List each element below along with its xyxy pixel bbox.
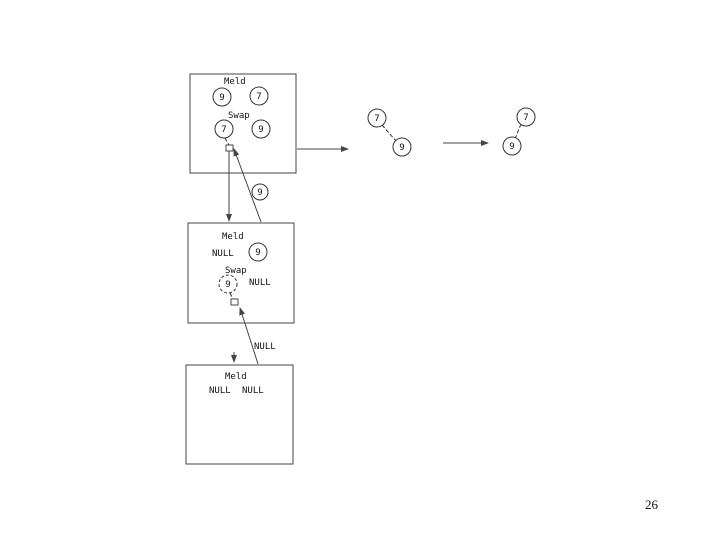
frame-1-title: Meld <box>224 77 246 87</box>
frame-1-node-b <box>249 86 269 106</box>
result-tree-2-child <box>502 136 522 156</box>
frame-2-title: Meld <box>222 232 244 242</box>
frame-2-swap-null-label: NULL <box>249 278 271 288</box>
result-tree-1: 7 9 <box>367 108 412 157</box>
frame-1-swap-node-b-label: 9 <box>258 125 263 135</box>
page-number: 26 <box>645 497 659 512</box>
result-tree-2-child-label: 9 <box>509 142 514 152</box>
frame-3-null-a: NULL <box>209 386 231 396</box>
frame-2-swap-node-a-label: 9 <box>225 280 230 290</box>
frame-2-swap-node-a <box>218 274 238 294</box>
frame-1-pointer-box <box>225 144 234 152</box>
result-tree-1-root <box>367 108 387 128</box>
result-tree-2-root-label: 7 <box>523 113 528 123</box>
frame-2-pointer-box <box>230 298 239 306</box>
frame-1-node-b-label: 7 <box>256 92 261 102</box>
frame-1-pointer-edge <box>224 137 230 146</box>
frame-1-swap-node-a-label: 7 <box>221 125 226 135</box>
return-value-label: 9 <box>257 188 262 198</box>
frame-3-title: Meld <box>225 372 247 382</box>
result-tree-1-edge <box>381 124 397 142</box>
result-tree-1-root-label: 7 <box>374 114 379 124</box>
result-tree-2-edge <box>514 123 522 140</box>
frame-1-swap-node-b <box>251 119 271 139</box>
frame-3-null-b: NULL <box>242 386 264 396</box>
return-arrow-frame-3-to-2 <box>239 307 259 365</box>
return-arrow-frame-2-to-1 <box>233 148 262 223</box>
frame-2-null-label: NULL <box>212 249 234 259</box>
frame-1-box <box>189 73 297 174</box>
meld-frame-2: Meld NULL 9 Swap 9 NULL <box>187 222 295 324</box>
result-tree-2: 7 9 <box>502 107 536 156</box>
frame-2-node-b <box>248 242 268 262</box>
frame-2-box <box>187 222 295 324</box>
result-tree-2-root <box>516 107 536 127</box>
frame-1-node-a <box>212 87 232 107</box>
frame-1-swap-label: Swap <box>228 111 250 121</box>
result-tree-1-child <box>392 137 412 157</box>
frame-2-node-b-label: 9 <box>255 248 260 258</box>
meld-frame-1: Meld 9 7 Swap 7 9 <box>189 73 297 174</box>
frame-1-node-a-label: 9 <box>219 93 224 103</box>
return-null-label: NULL <box>254 342 276 352</box>
frame-2-swap-label: Swap <box>225 266 247 276</box>
result-tree-1-child-label: 9 <box>399 143 404 153</box>
meld-frame-3: Meld NULL NULL <box>185 364 294 465</box>
frame-2-pointer-edge <box>229 292 234 300</box>
frame-3-box <box>185 364 294 465</box>
frame-1-swap-node-a <box>214 119 234 139</box>
return-value-node <box>251 183 269 201</box>
